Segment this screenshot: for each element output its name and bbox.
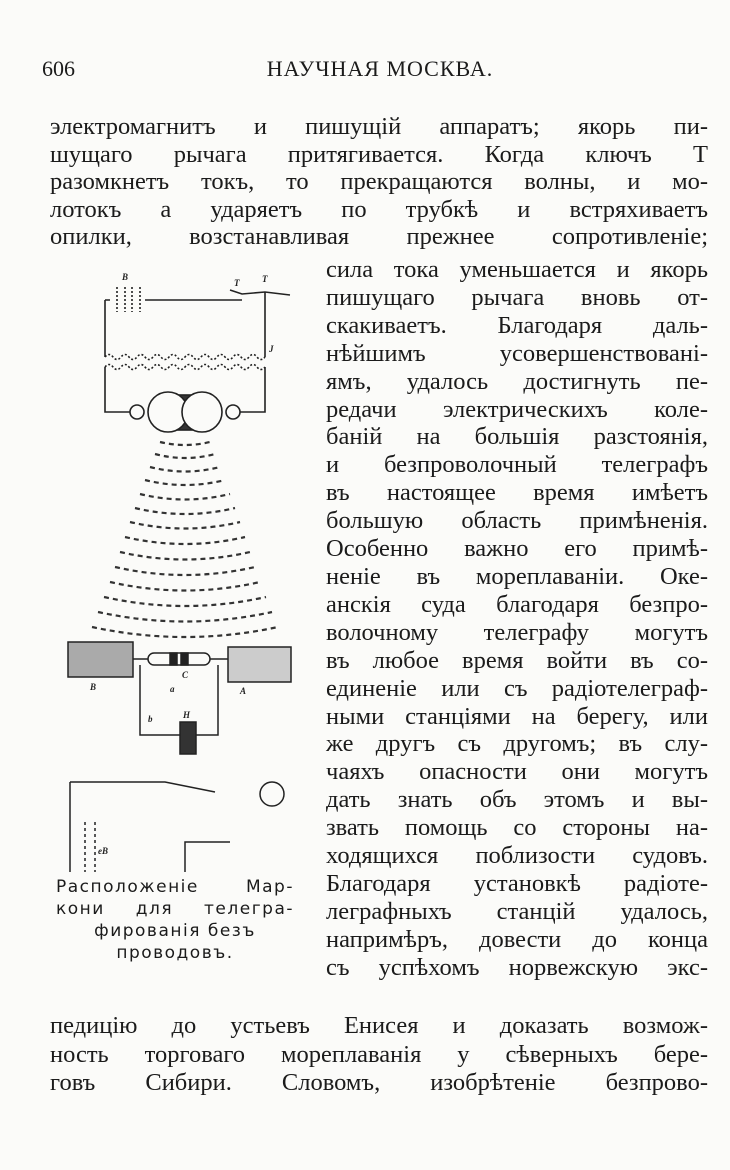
- text-line: Особенно важно его примѣ-: [326, 535, 708, 563]
- text-line: же другъ съ другомъ; въ слу-: [326, 730, 708, 758]
- label-coherer: C: [182, 670, 189, 680]
- text-line: большую область примѣненія.: [326, 507, 708, 535]
- text-line: волочному телеграфу могутъ: [326, 618, 708, 646]
- label-relay: H: [182, 710, 191, 720]
- label-recorder-battery: eB: [98, 846, 108, 856]
- caption-line: фированія безъ: [94, 921, 256, 941]
- text-line: въ настоящее время имѣетъ: [326, 479, 708, 507]
- caption-line: Расположеніе Мар-: [56, 877, 294, 897]
- text-line: сила тока уменьшается и якорь: [326, 256, 708, 283]
- label-key-left: T: [234, 278, 240, 288]
- label-battery: B: [121, 272, 128, 282]
- text-line: разомкнетъ токъ, то прекращаются волны, …: [50, 168, 708, 195]
- text-line: ность торговаго мореплаванія у сѣверныхъ…: [50, 1040, 708, 1068]
- text-line: электромагнитъ и пишущій аппаратъ; якорь…: [50, 113, 708, 140]
- text-line: опилки, возстанавливая прежнее сопротивл…: [50, 223, 708, 250]
- label-hammer: a: [170, 684, 175, 694]
- text-line: пишущаго рычага вновь от-: [326, 283, 708, 311]
- label-key-right: T: [262, 274, 268, 284]
- text-top: электромагнитъ и пишущій аппаратъ; якорь…: [50, 113, 708, 251]
- label-left-plate: B: [89, 682, 96, 692]
- marconi-diagram: B T T J B A C a b H eB M: [67, 272, 292, 872]
- plate-right: [227, 646, 292, 683]
- text-bottom: педицію до устьевъ Енисея и доказать воз…: [50, 1012, 708, 1098]
- text-line: редачи электрическихъ коле-: [326, 395, 708, 423]
- text-line: говъ Сибири. Словомъ, изобрѣтеніе безпро…: [50, 1069, 708, 1096]
- text-line: и безпроволочный телеграфъ: [326, 451, 708, 479]
- page-number: 606: [42, 56, 75, 81]
- text-line: ямъ, удалось достигнуть пе-: [326, 367, 708, 395]
- text-line: въ любое время войти въ со-: [326, 646, 708, 674]
- coil-secondary: [104, 363, 266, 371]
- text-line: педицію до устьевъ Енисея и доказать воз…: [50, 1012, 708, 1039]
- battery-icon: [116, 287, 141, 312]
- label-right-plate: A: [239, 686, 246, 696]
- text-line: неніе въ мореплаваніи. Оке-: [326, 562, 708, 590]
- coherer-icon: [147, 652, 211, 666]
- text-line: ходящихся поблизости судовъ.: [326, 842, 708, 870]
- text-line: нѣйшимъ усовершенствовані-: [326, 339, 708, 367]
- text-line: баній на большія разстоянія,: [326, 423, 708, 451]
- text-line: напримѣръ, довести до конца: [326, 925, 708, 953]
- radio-waves: [91, 440, 279, 639]
- coil-primary: [104, 353, 266, 361]
- figure-caption: Расположеніе Мар- кони для телегра- фиро…: [56, 876, 294, 964]
- tape-wheel-icon: [259, 781, 285, 807]
- running-title: НАУЧНАЯ МОСКВА.: [266, 56, 494, 81]
- plate-left: [67, 641, 134, 678]
- spark-ball: [129, 404, 145, 420]
- text-line: анскія суда благодаря безпро-: [326, 590, 708, 618]
- text-line: звать помощь со стороны на-: [326, 814, 708, 842]
- caption-line: кони для телегра-: [56, 899, 294, 919]
- text-line: единеніе или съ радіотелеграф-: [326, 674, 708, 702]
- text-line: леграфныхъ станцій удалось,: [326, 897, 708, 925]
- key-icon: [229, 289, 291, 296]
- text-line: шущаго рычага притягивается. Когда ключъ…: [50, 140, 708, 168]
- text-line: съ успѣхомъ норвежскую экс-: [326, 953, 708, 981]
- label-coil: J: [268, 344, 274, 354]
- relay-icon: [179, 721, 197, 755]
- caption-line: проводовъ.: [116, 943, 234, 963]
- text-line: Благодаря установкѣ радіоте-: [326, 869, 708, 897]
- label-battery-small: b: [148, 714, 153, 724]
- text-line: чаяхъ опасности они могутъ: [326, 758, 708, 786]
- text-line: лотокъ а ударяетъ по трубкѣ и встряхивае…: [50, 195, 708, 223]
- text-line: дать знать объ этомъ и вы-: [326, 786, 708, 814]
- text-line: скакиваетъ. Благодаря даль-: [326, 311, 708, 339]
- text-line: ными станціями на берегу, или: [326, 702, 708, 730]
- wire: [104, 292, 266, 357]
- spark-ball: [225, 404, 241, 420]
